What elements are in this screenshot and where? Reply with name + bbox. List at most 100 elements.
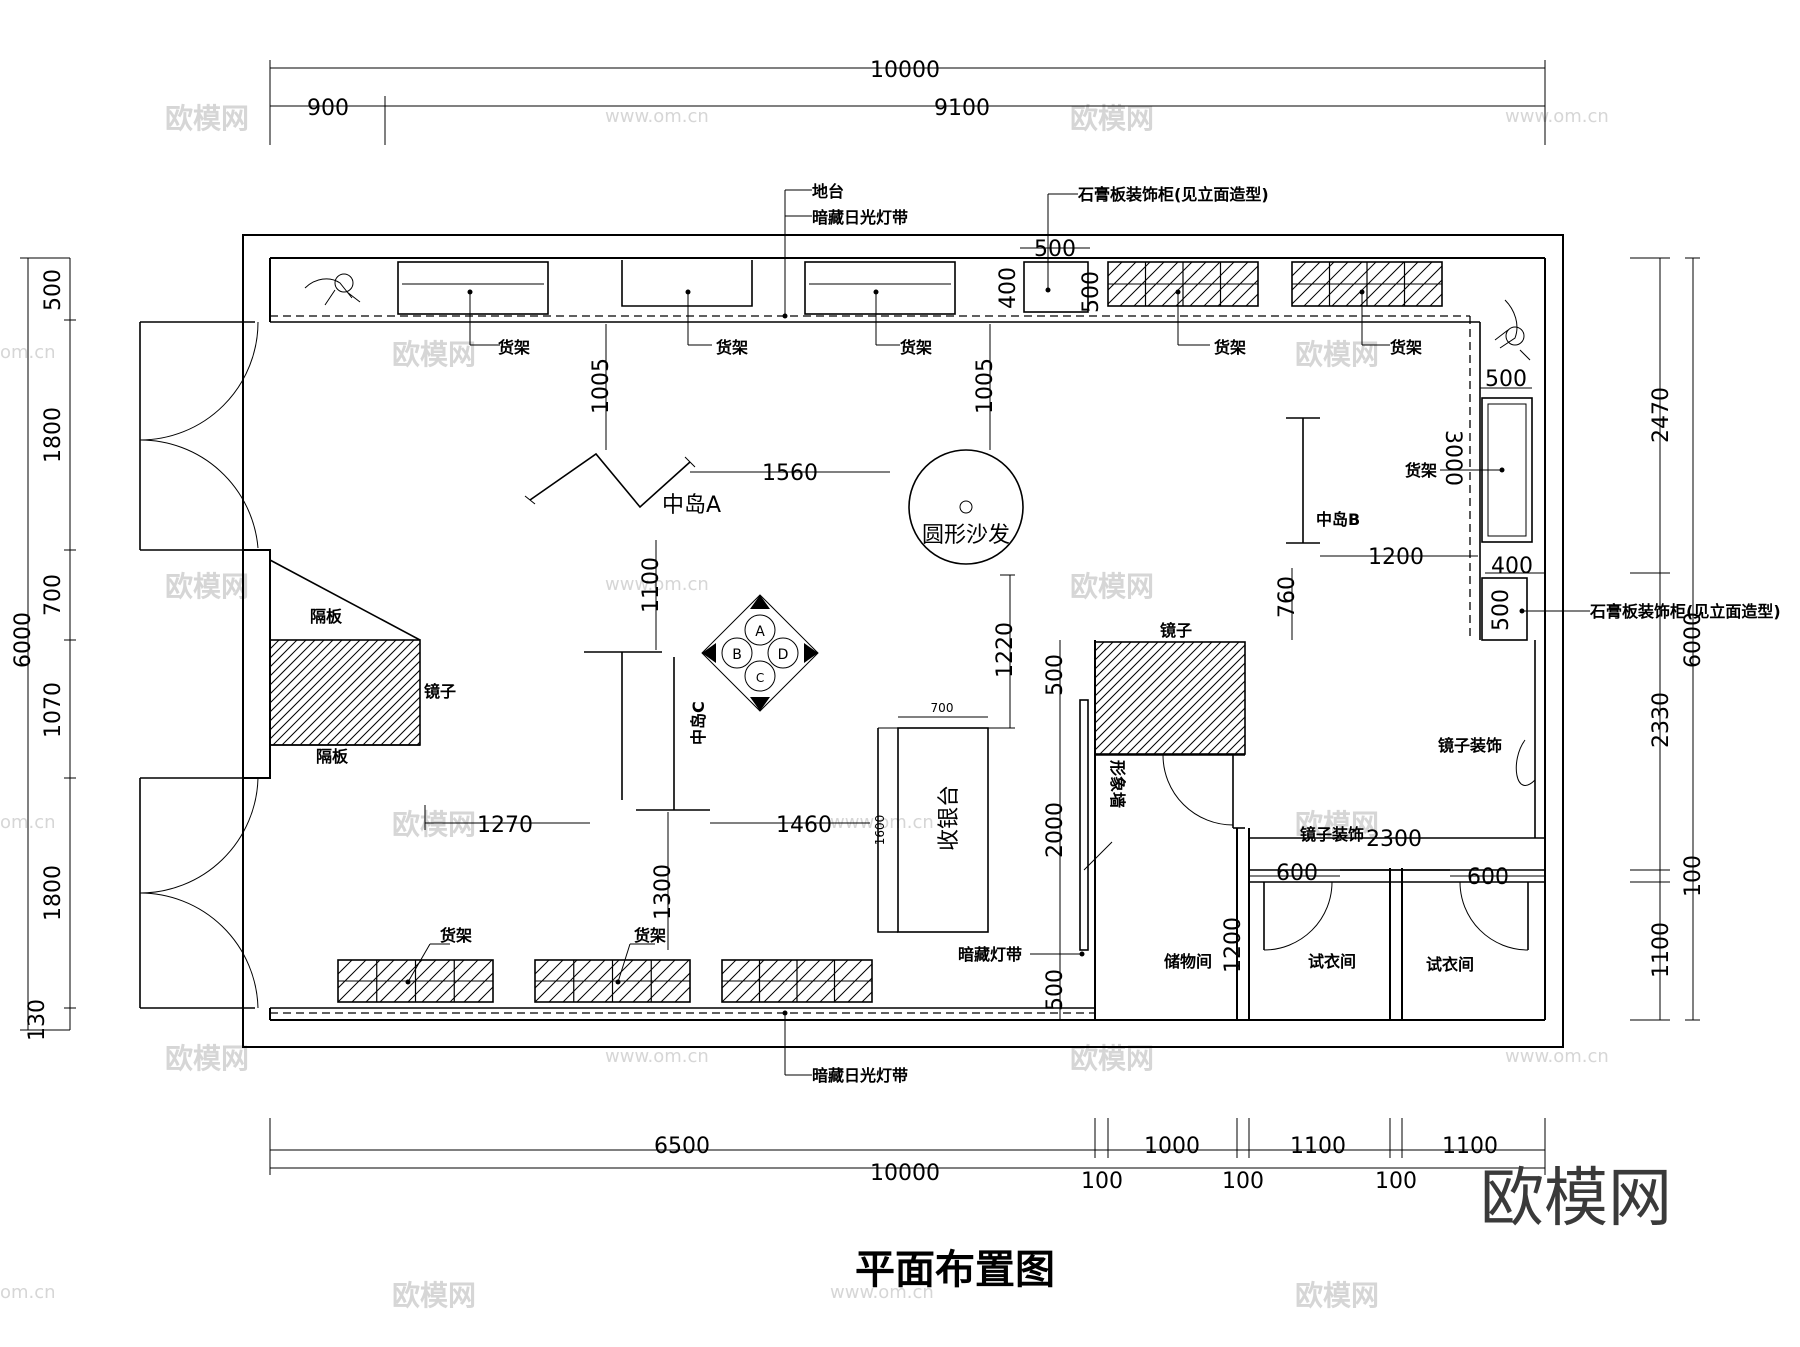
dim-bottom-row1: 1100 [1290,1134,1346,1159]
dim-1460: 1460 [776,813,832,838]
dim-right-seg: 2330 [1649,692,1674,748]
drawing-title: 平面布置图 [855,1247,1055,1293]
compass-label: B [732,647,742,663]
watermark-logo: 欧模网 [1070,570,1154,603]
label-gypsum-cabinet-top: 石膏板装饰柜(见立面造型) [1077,185,1269,204]
left-display: 隔板 隔板 镜子 [269,559,456,766]
watermark-logo: 欧模网 [1295,808,1379,841]
dim-500-top: 500 [1034,237,1076,262]
watermark-logo: 欧模网 [392,338,476,371]
dim-top-right: 9100 [934,96,990,121]
label-mirror-left: 镜子 [424,682,456,701]
dim-3000: 3000 [1440,430,1465,486]
label-island-c: 中岛C [689,701,708,745]
island-c: 中岛C 1100 1270 1460 1300 [424,540,870,950]
dim-right-total: 6000 [1681,612,1706,668]
label-shelf: 货架 [716,338,748,357]
watermark-url: www.om.cn [605,1046,709,1067]
dim-1200-center: 1200 [1368,545,1424,570]
label-platform: 地台 [812,182,844,201]
dim-1600: 1600 [873,815,887,846]
watermark-url: www.om.cn [605,106,709,127]
label-hidden-light-bottom: 暗藏日光灯带 [812,1066,908,1085]
label-fitting-room: 试衣间 [1308,952,1356,971]
dim-1005-a: 1005 [589,358,614,414]
right-side: 货架 500 3000 400 500 石膏板装饰柜(见立面造型) 镜子装饰 [1405,367,1781,838]
dim-left-seg: 1800 [41,865,66,921]
label-island-b: 中岛B [1316,510,1360,529]
dim-500-side: 500 [1079,271,1104,313]
dim-left-total: 6000 [11,612,36,668]
bottom-dimensions: 6500 1000 1100 1100 10000 100 100 100 [269,1118,1546,1194]
label-island-a: 中岛A [662,493,721,518]
dim-500-wall-top: 500 [1043,654,1068,696]
dim-600-b: 600 [1467,865,1509,890]
dim-2000: 2000 [1043,802,1068,858]
dim-bottom-row2: 100 [1375,1169,1417,1194]
label-mirror-decor-fit: 镜子装饰 [1300,825,1364,844]
watermark-url: www.om.cn [1505,1046,1609,1067]
dim-2300: 2300 [1366,827,1422,852]
top-dimensions: 10000 900 9100 [269,58,1546,145]
label-round-sofa: 圆形沙发 [922,523,1010,548]
dim-500-right2: 500 [1489,589,1514,631]
dim-left-seg: 700 [41,574,66,616]
brand-logo: 欧模网 [1480,1162,1672,1236]
cashier-counter: 700 1600 收银台 1220 [873,574,1018,933]
dim-1100: 1100 [639,557,664,613]
compass: A B C D [701,594,819,712]
center-mirror: 镜子 [1094,621,1246,829]
left-dimensions: 6000 500 1800 700 1070 1800 130 [11,257,76,1041]
dim-1005-b: 1005 [973,358,998,414]
label-fitting-room: 试衣间 [1426,955,1474,974]
watermark-logo: 欧模网 [165,570,249,603]
dim-top-total: 10000 [870,58,940,83]
dim-bottom-row2: 100 [1222,1169,1264,1194]
watermark-logo: 欧模网 [1070,102,1154,135]
watermark-url: www.om.cn [830,812,934,833]
label-shelf-right: 货架 [1405,461,1437,480]
dim-right-seg: 1100 [1649,922,1674,978]
top-shelves: 货架 货架 货架 货架 货架 [304,260,1531,361]
shelf-hatch [1108,262,1442,306]
watermark-logo: 欧模网 [1295,1279,1379,1312]
dim-1560: 1560 [762,461,818,486]
mirror-hatch [270,640,420,745]
dim-400-right: 400 [1491,554,1533,579]
dim-bottom-row1: 1000 [1144,1134,1200,1159]
dim-top-left: 900 [307,96,349,121]
label-shelf: 货架 [634,926,666,945]
dim-left-seg: 1800 [41,407,66,463]
image-wall: 500 2000 500 形象墙 暗藏灯带 [958,640,1127,1020]
island-b: 中岛B 1200 760 [1275,417,1478,640]
dim-500-right: 500 [1485,367,1527,392]
label-gypsum-cabinet-right: 石膏板装饰柜(见立面造型) [1589,602,1781,621]
mirror-hatch [1095,642,1245,754]
right-dimensions: 2470 2330 100 1100 6000 [1630,257,1706,1021]
label-mirror-decor-right: 镜子装饰 [1438,736,1502,755]
island-a: 中岛A 1005 1560 [524,324,890,518]
watermark-url: www.om.cn [1505,106,1609,127]
bottom-shelves: 货架 货架 暗藏日光灯带 [337,926,908,1085]
person-icon [304,273,361,306]
watermark-logo: 欧模网 [392,1279,476,1312]
dim-1200-fit: 1200 [1221,917,1246,973]
compass-label: C [756,671,764,685]
dim-1220: 1220 [993,622,1018,678]
watermark-url: www.om.cn [830,1282,934,1303]
watermark-logo: 欧模网 [165,1042,249,1075]
shelf-hatch [338,960,872,1002]
label-partition-top: 隔板 [310,607,343,626]
label-storage: 储物间 [1163,952,1212,971]
dim-1270: 1270 [477,813,533,838]
dim-bottom-row2: 10000 [870,1161,940,1186]
compass-label: D [778,647,789,663]
watermark-logo: 欧模网 [1295,338,1379,371]
label-image-wall: 形象墙 [1108,760,1127,808]
label-shelf: 货架 [498,338,530,357]
dim-400: 400 [996,267,1021,309]
dim-600-a: 600 [1276,861,1318,886]
watermark-url: www.om.cn [605,574,709,595]
dim-left-seg: 500 [41,269,66,311]
label-partition-bottom: 隔板 [316,747,349,766]
